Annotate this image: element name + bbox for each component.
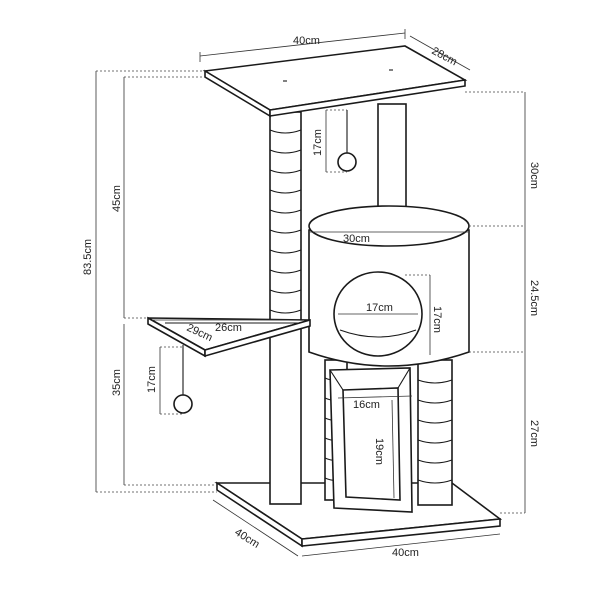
top-hanging-toy — [337, 110, 357, 172]
label-total-height: 83.5cm — [82, 239, 94, 275]
label-mid-section: 24.5cm — [528, 280, 540, 316]
top-platform — [202, 45, 468, 118]
label-hole-width: 17cm — [366, 302, 393, 314]
label-house-width: 30cm — [343, 233, 370, 245]
label-ramp-width: 16cm — [353, 399, 380, 411]
left-scratching-post — [269, 111, 302, 505]
label-top-width: 40cm — [293, 35, 320, 47]
label-lower-toy: 17cm — [146, 366, 158, 393]
label-upper-height: 45cm — [111, 185, 123, 212]
label-lower-height: 35cm — [111, 369, 123, 396]
house-right-leg — [417, 359, 453, 506]
label-ramp-length: 19cm — [373, 438, 385, 465]
lower-hanging-toy — [173, 345, 193, 414]
side-platform — [147, 316, 311, 358]
right-upper-post — [377, 103, 407, 225]
label-hole-height: 17cm — [431, 306, 443, 333]
dimension-lines — [95, 29, 526, 557]
label-base-depth: 40cm — [232, 526, 261, 550]
label-base-width: 40cm — [392, 547, 419, 559]
climbing-ramp — [329, 367, 413, 513]
label-top-toy: 17cm — [312, 129, 324, 156]
label-top-section: 30cm — [528, 162, 540, 189]
label-bottom-section: 27cm — [528, 420, 540, 447]
label-platform-width: 26cm — [215, 322, 242, 334]
